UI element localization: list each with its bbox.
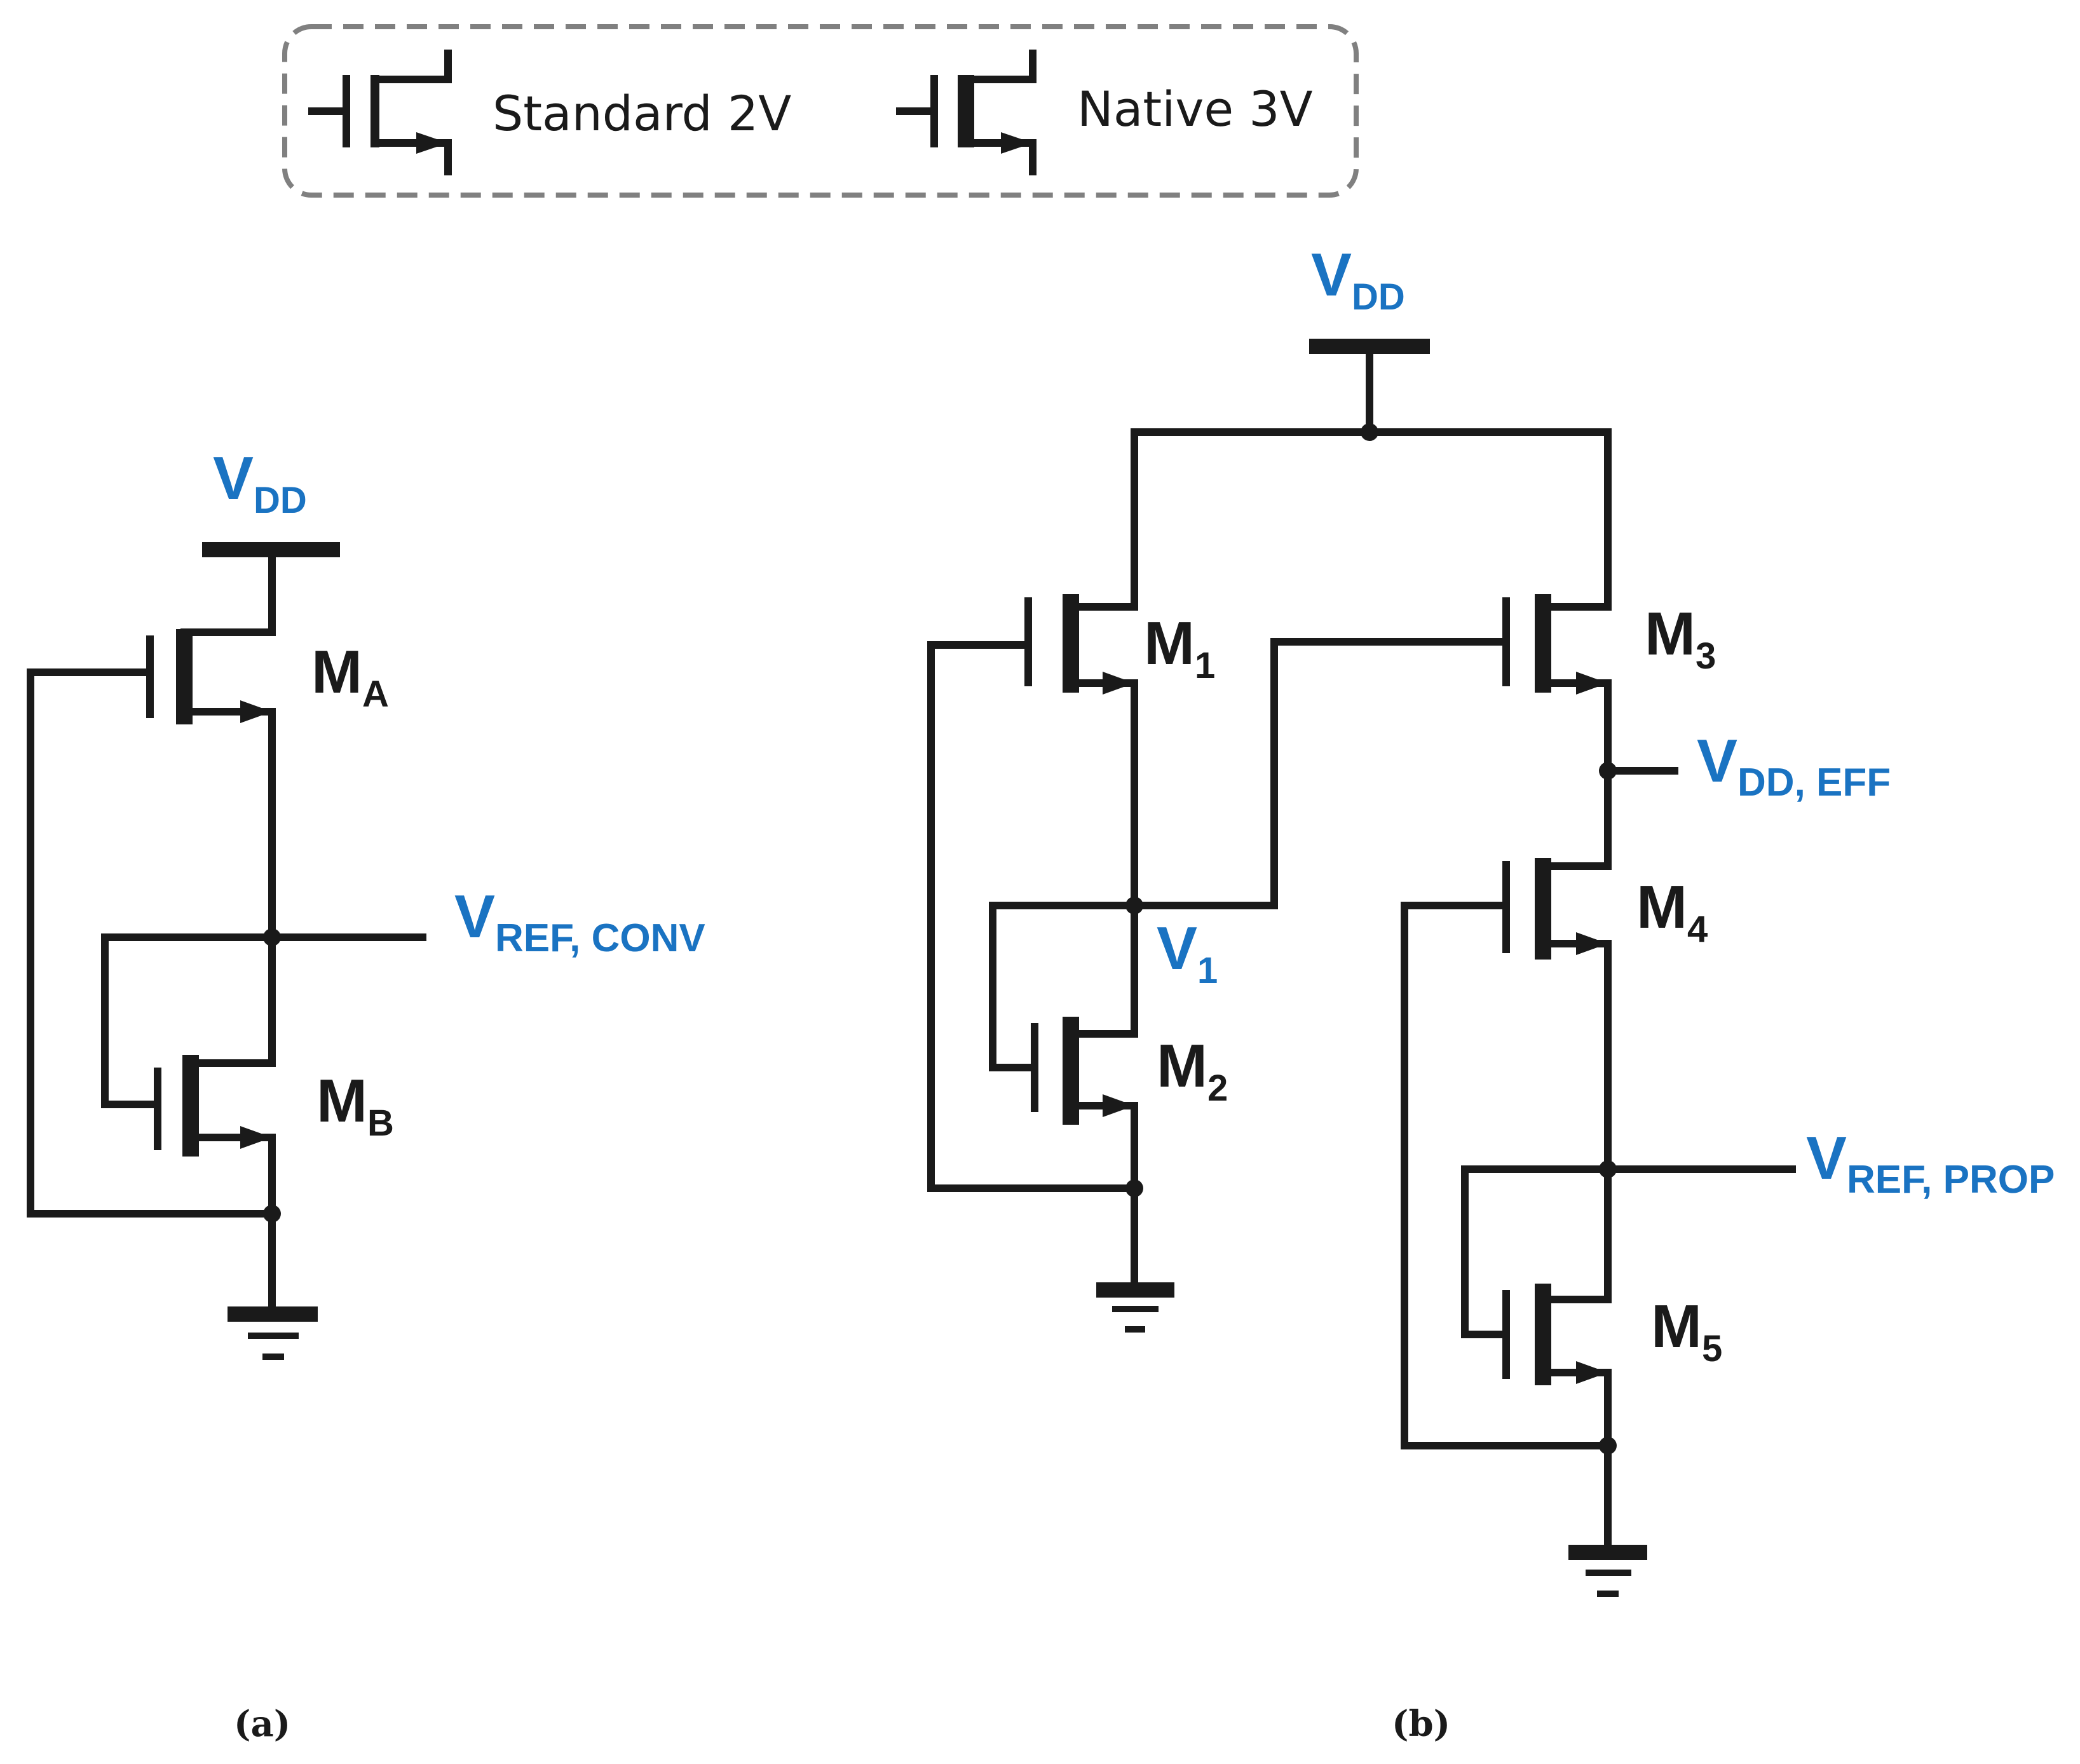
m2-label: M2 (1157, 1032, 1228, 1109)
node-dot (1125, 897, 1143, 914)
node-dot (1599, 762, 1617, 780)
transistor-ma (31, 628, 276, 724)
vdd-label-b: VDD (1311, 241, 1405, 318)
native-transistor-icon (896, 50, 1037, 175)
ground-icon-b2 (1568, 1545, 1647, 1597)
v1-label: V1 (1157, 914, 1218, 991)
transistor-m1 (1024, 428, 1138, 695)
caption-b: (b) (1392, 1703, 1450, 1745)
caption-a: (a) (234, 1703, 290, 1745)
node-dot (1599, 1160, 1617, 1178)
ma-label: MA (311, 638, 389, 715)
standard-transistor-icon (308, 50, 452, 175)
vref-conv-label: VREF, CONV (454, 883, 705, 960)
circuit-b: VDD M1 M2 M3 M4 M5 V1 VDD, EFF VREF, PRO… (927, 241, 2055, 1745)
m5-label: M5 (1651, 1292, 1722, 1369)
transistor-m2 (1031, 1017, 1138, 1125)
m1-label: M1 (1144, 609, 1215, 686)
mb-label: MB (316, 1067, 394, 1144)
node-dot (263, 1205, 281, 1223)
circuit-a: VDD MA MB VREF, CONV (a) (27, 444, 705, 1745)
node-dot (1361, 423, 1378, 441)
transistor-m4 (1502, 858, 1612, 960)
ground-icon-b1 (1096, 1282, 1174, 1333)
transistor-m3 (1502, 428, 1612, 695)
transistor-m5 (1502, 1284, 1612, 1385)
legend-border (282, 24, 1359, 198)
vdd-label-a: VDD (213, 444, 307, 521)
legend-standard-label: Standard 2V (493, 85, 791, 142)
vref-prop-label: VREF, PROP (1806, 1124, 2055, 1202)
transistor-mb (101, 933, 276, 1157)
ground-icon-a (228, 1306, 318, 1360)
m4-label: M4 (1636, 873, 1708, 950)
m3-label: M3 (1645, 600, 1716, 677)
node-dot (1125, 1179, 1143, 1197)
legend: Standard 2V Native 3V (282, 24, 1359, 198)
node-dot (263, 928, 281, 946)
node-dot (1599, 1437, 1617, 1455)
legend-native-label: Native 3V (1077, 81, 1313, 137)
vdd-eff-label: VDD, EFF (1697, 727, 1891, 804)
